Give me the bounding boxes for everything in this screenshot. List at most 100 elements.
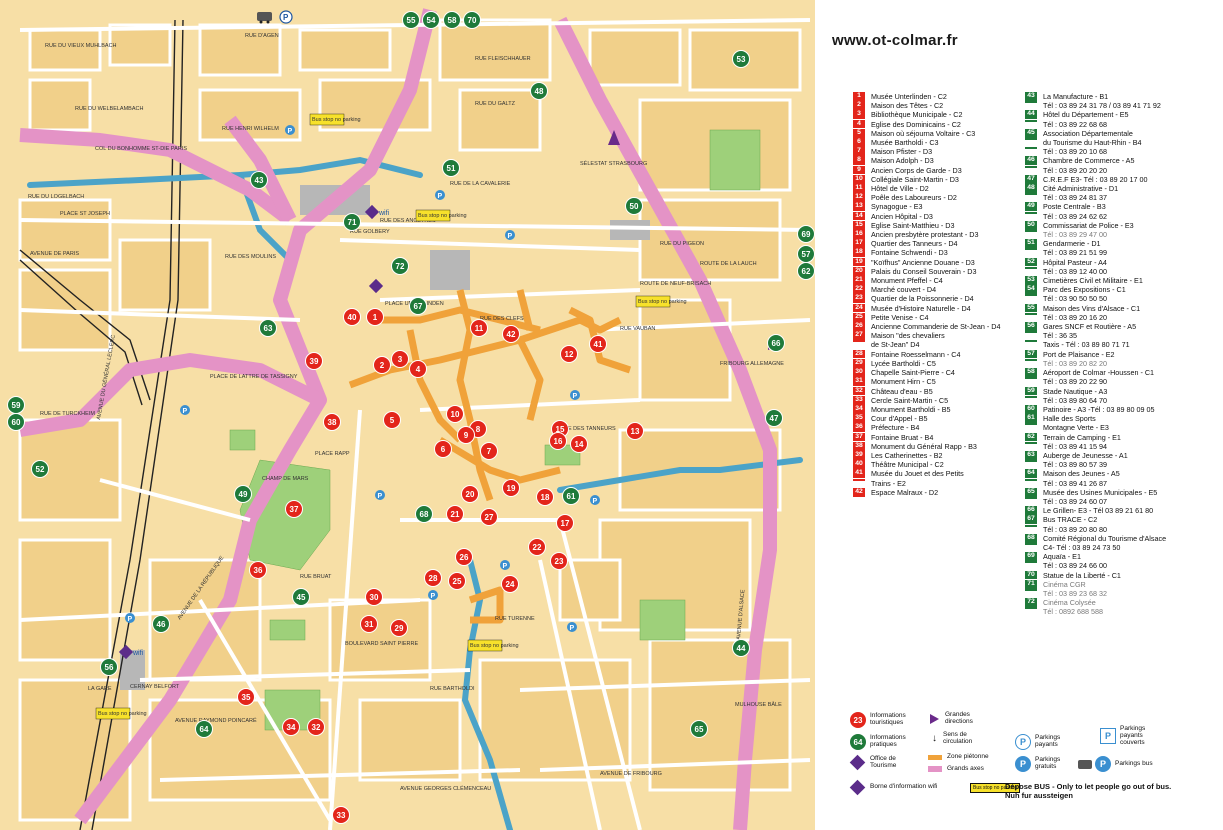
tourist-site-pin-40[interactable]: 40 [343, 308, 361, 326]
practical-info-pin-43[interactable]: 43 [250, 171, 268, 189]
legend-entry-number: 6 [853, 138, 865, 147]
practical-info-pin-71[interactable]: 71 [343, 213, 361, 231]
legend-entry-continuation: Tél : 03 89 24 31 78 / 03 89 41 71 92 [1025, 101, 1210, 110]
pin-number: 61 [567, 492, 576, 501]
legend-entry-label: Monument Pfeffel - C4 [871, 276, 943, 286]
practical-info-pin-59[interactable]: 59 [7, 396, 25, 414]
tourist-site-pin-9[interactable]: 9 [457, 426, 475, 444]
pin-number: 19 [507, 484, 516, 493]
tourist-site-pin-14[interactable]: 14 [570, 435, 588, 453]
practical-info-pin-56[interactable]: 56 [100, 658, 118, 676]
legend-entry-continuation: Tél : 03 89 80 57 39 [1025, 460, 1210, 469]
tourist-site-pin-42[interactable]: 42 [502, 325, 520, 343]
practical-info-pin-60[interactable]: 60 [7, 413, 25, 431]
practical-info-pin-58[interactable]: 58 [443, 11, 461, 29]
practical-info-pin-47[interactable]: 47 [765, 409, 783, 427]
practical-info-pin-68[interactable]: 68 [415, 505, 433, 523]
legend-entry-label: Marché couvert - D4 [871, 285, 937, 295]
practical-info-pin-51[interactable]: 51 [442, 159, 460, 177]
tourist-site-pin-21[interactable]: 21 [446, 505, 464, 523]
practical-info-pin-66[interactable]: 66 [767, 334, 785, 352]
practical-info-pin-64[interactable]: 64 [195, 720, 213, 738]
tourist-site-pin-24[interactable]: 24 [501, 575, 519, 593]
practical-info-pin-46[interactable]: 46 [152, 615, 170, 633]
tourist-site-pin-6[interactable]: 6 [434, 440, 452, 458]
tourist-site-pin-20[interactable]: 20 [461, 485, 479, 503]
tourist-site-pin-28[interactable]: 28 [424, 569, 442, 587]
tourist-site-pin-7[interactable]: 7 [480, 442, 498, 460]
pin-number: 21 [451, 510, 460, 519]
tourist-site-pin-25[interactable]: 25 [448, 572, 466, 590]
tourist-site-pin-1[interactable]: 1 [366, 308, 384, 326]
key-practical-info: 64 Informations pratiques [850, 734, 920, 750]
colmar-city-map[interactable]: RUE D'AGEN RUE FLEISCHHAUER RUE DU GALTZ… [0, 0, 815, 830]
practical-info-pin-65[interactable]: 65 [690, 720, 708, 738]
practical-info-pin-72[interactable]: 72 [391, 257, 409, 275]
tourist-site-pin-36[interactable]: 36 [249, 561, 267, 579]
tourist-site-pin-27[interactable]: 27 [480, 508, 498, 526]
practical-info-pin-49[interactable]: 49 [234, 485, 252, 503]
practical-info-pin-44[interactable]: 44 [732, 639, 750, 657]
practical-info-pin-61[interactable]: 61 [562, 487, 580, 505]
practical-info-pin-48[interactable]: 48 [530, 82, 548, 100]
pin-number: 68 [420, 510, 429, 519]
practical-info-pin-53[interactable]: 53 [732, 50, 750, 68]
tourist-site-pin-41[interactable]: 41 [589, 335, 607, 353]
tourist-site-pin-5[interactable]: 5 [383, 411, 401, 429]
wifi-markers[interactable]: wifi wifi [118, 204, 390, 660]
tourist-site-pin-29[interactable]: 29 [390, 619, 408, 637]
practical-info-pin-57[interactable]: 57 [797, 245, 815, 263]
tourist-site-pin-30[interactable]: 30 [365, 588, 383, 606]
tourist-site-pin-10[interactable]: 10 [446, 405, 464, 423]
tourist-site-pin-16[interactable]: 16 [549, 432, 567, 450]
tourist-site-pin-33[interactable]: 33 [332, 806, 350, 824]
tourist-site-pin-3[interactable]: 3 [391, 350, 409, 368]
practical-info-pin-67[interactable]: 67 [409, 297, 427, 315]
practical-info-pin-55[interactable]: 55 [402, 11, 420, 29]
tourist-site-pin-13[interactable]: 13 [626, 422, 644, 440]
tourist-site-pin-32[interactable]: 32 [307, 718, 325, 736]
practical-info-pin-63[interactable]: 63 [259, 319, 277, 337]
tourist-site-pin-26[interactable]: 26 [455, 548, 473, 566]
tourist-site-pin-4[interactable]: 4 [409, 360, 427, 378]
legend-entry-label: Collégiale Saint-Martin - D3 [871, 174, 959, 184]
tourist-site-pin-18[interactable]: 18 [536, 488, 554, 506]
tourist-site-pin-23[interactable]: 23 [550, 552, 568, 570]
tourist-site-pin-12[interactable]: 12 [560, 345, 578, 363]
practical-info-pin-69[interactable]: 69 [797, 225, 815, 243]
legend-entry-label: Musée Bartholdi - C3 [871, 138, 939, 148]
practical-info-pin-50[interactable]: 50 [625, 197, 643, 215]
tourist-site-pin-37[interactable]: 37 [285, 500, 303, 518]
pin-circle [383, 411, 401, 429]
tourist-site-pin-22[interactable]: 22 [528, 538, 546, 556]
tourist-site-pin-2[interactable]: 2 [373, 356, 391, 374]
site-url[interactable]: www.ot-colmar.fr [832, 32, 958, 49]
practical-info-pin-54[interactable]: 54 [422, 11, 440, 29]
tourist-site-pin-11[interactable]: 11 [470, 319, 488, 337]
legend-entry-number: 10 [853, 174, 865, 184]
tourist-site-pin-38[interactable]: 38 [323, 413, 341, 431]
practical-info-pin-62[interactable]: 62 [797, 262, 815, 280]
practical-info-pin-45[interactable]: 45 [292, 588, 310, 606]
pin-number: 36 [254, 566, 263, 575]
tourist-site-pin-34[interactable]: 34 [282, 718, 300, 736]
practical-info-pin-52[interactable]: 52 [31, 460, 49, 478]
tourist-site-pin-19[interactable]: 19 [502, 479, 520, 497]
practical-info-pin-70[interactable]: 70 [463, 11, 481, 29]
tourist-site-pin-31[interactable]: 31 [360, 615, 378, 633]
pin-number: 51 [447, 164, 456, 173]
legend-entry-number [1025, 542, 1037, 545]
tourist-site-pin-35[interactable]: 35 [237, 688, 255, 706]
pin-circle [237, 688, 255, 706]
tourist-site-pin-39[interactable]: 39 [305, 352, 323, 370]
tourist-site-pin-17[interactable]: 17 [556, 514, 574, 532]
legend-entry-number [1025, 248, 1037, 251]
label-rue-henri-wilhelm: RUE HENRI WILHELM [222, 126, 279, 132]
